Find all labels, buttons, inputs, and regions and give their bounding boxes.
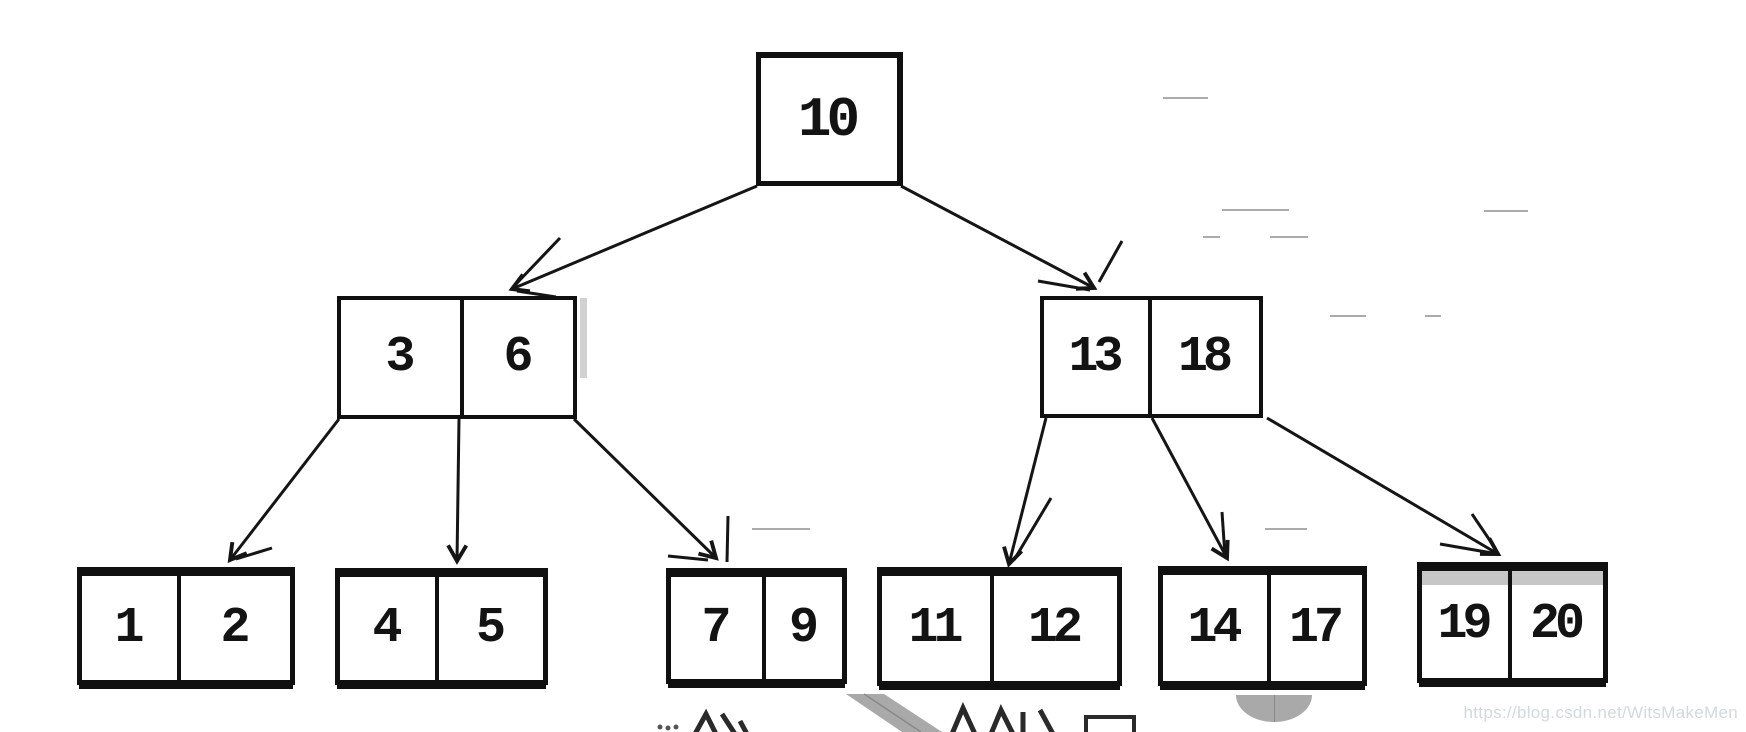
scan-artifact-line: [1330, 315, 1366, 317]
watermark-ribbon: [846, 693, 942, 732]
edge-root-to-13-18-barb: [1097, 240, 1124, 283]
key-cell: 6: [460, 300, 573, 415]
scan-artifact-line: [1222, 209, 1289, 211]
edge-3-6-to-7-9: [572, 417, 719, 561]
node-13-18: 13 18: [1040, 296, 1263, 418]
cutoff-caption-fragments: [657, 701, 1136, 732]
edge-root-to-13-18: [900, 184, 1098, 291]
scan-artifact-line: [752, 528, 810, 530]
node-root-10: 10: [756, 52, 903, 186]
key-cell: 12: [990, 576, 1117, 681]
leaf-11-12: 11 12: [877, 567, 1122, 690]
key-cell: 7: [701, 599, 731, 657]
edge-3-6-to-7-9-barb2: [667, 554, 709, 562]
key-cell: 9: [762, 577, 842, 679]
key-cell: 3: [385, 329, 415, 386]
key-cell: 14: [1187, 599, 1242, 657]
key-cell: 13: [1068, 328, 1123, 386]
key-cell: 5: [435, 577, 543, 680]
csdn-watermark-text: https://blog.csdn.net/WitsMakeMen: [1463, 703, 1738, 722]
key-cell: 18: [1148, 300, 1259, 414]
edge-3-6-to-1-2-barb: [235, 546, 273, 561]
key-cell: 19: [1437, 596, 1492, 653]
key-cell: 10: [797, 87, 860, 152]
leaf-4-5: 4 5: [335, 568, 548, 689]
edge-root-to-3-6: [508, 184, 758, 294]
scan-artifact-line: [1203, 236, 1220, 238]
edge-13-18-to-19-20: [1266, 416, 1502, 556]
key-cell: 2: [177, 576, 290, 680]
edge-3-6-to-1-2: [227, 418, 341, 564]
scan-artifact-line: [1484, 210, 1528, 212]
scan-artifact-smudge: [580, 298, 587, 378]
key-cell: 1: [114, 599, 144, 657]
scan-artifact-line: [1425, 315, 1441, 317]
scan-artifact-line: [1163, 97, 1208, 99]
edge-13-18-to-19-20-barb2: [1470, 513, 1497, 549]
edge-13-18-to-14-17-barb: [1220, 511, 1227, 557]
edge-13-18-to-19-20-barb: [1439, 542, 1493, 555]
edge-root-to-3-6-barb: [515, 236, 562, 285]
scan-artifact-line: [1265, 528, 1307, 530]
leaf-1-2: 1 2: [77, 567, 295, 689]
key-cell: 17: [1267, 575, 1362, 681]
edge-13-18-to-14-17: [1150, 417, 1230, 562]
leaf-7-9: 7 9: [666, 568, 847, 688]
edge-3-6-to-4-5: [446, 418, 468, 565]
key-cell: 4: [372, 600, 402, 657]
edge-13-18-to-11-12: [1002, 417, 1048, 568]
key-cell: 20: [1508, 571, 1603, 678]
leaf-14-17: 14 17: [1158, 566, 1367, 690]
leaf-19-20-gray-band: [1422, 571, 1603, 585]
edge-13-18-to-11-12-barb: [1012, 497, 1053, 561]
watermark-halfdisc: [1236, 695, 1312, 722]
node-3-6: 3 6: [337, 296, 577, 419]
edge-3-6-to-7-9-barb: [725, 515, 730, 563]
scan-artifact-line: [1270, 236, 1308, 238]
edge-root-to-13-18-barb2: [1037, 279, 1091, 292]
key-cell: 11: [908, 600, 963, 657]
leaf-19-20: 19 20: [1417, 562, 1608, 687]
